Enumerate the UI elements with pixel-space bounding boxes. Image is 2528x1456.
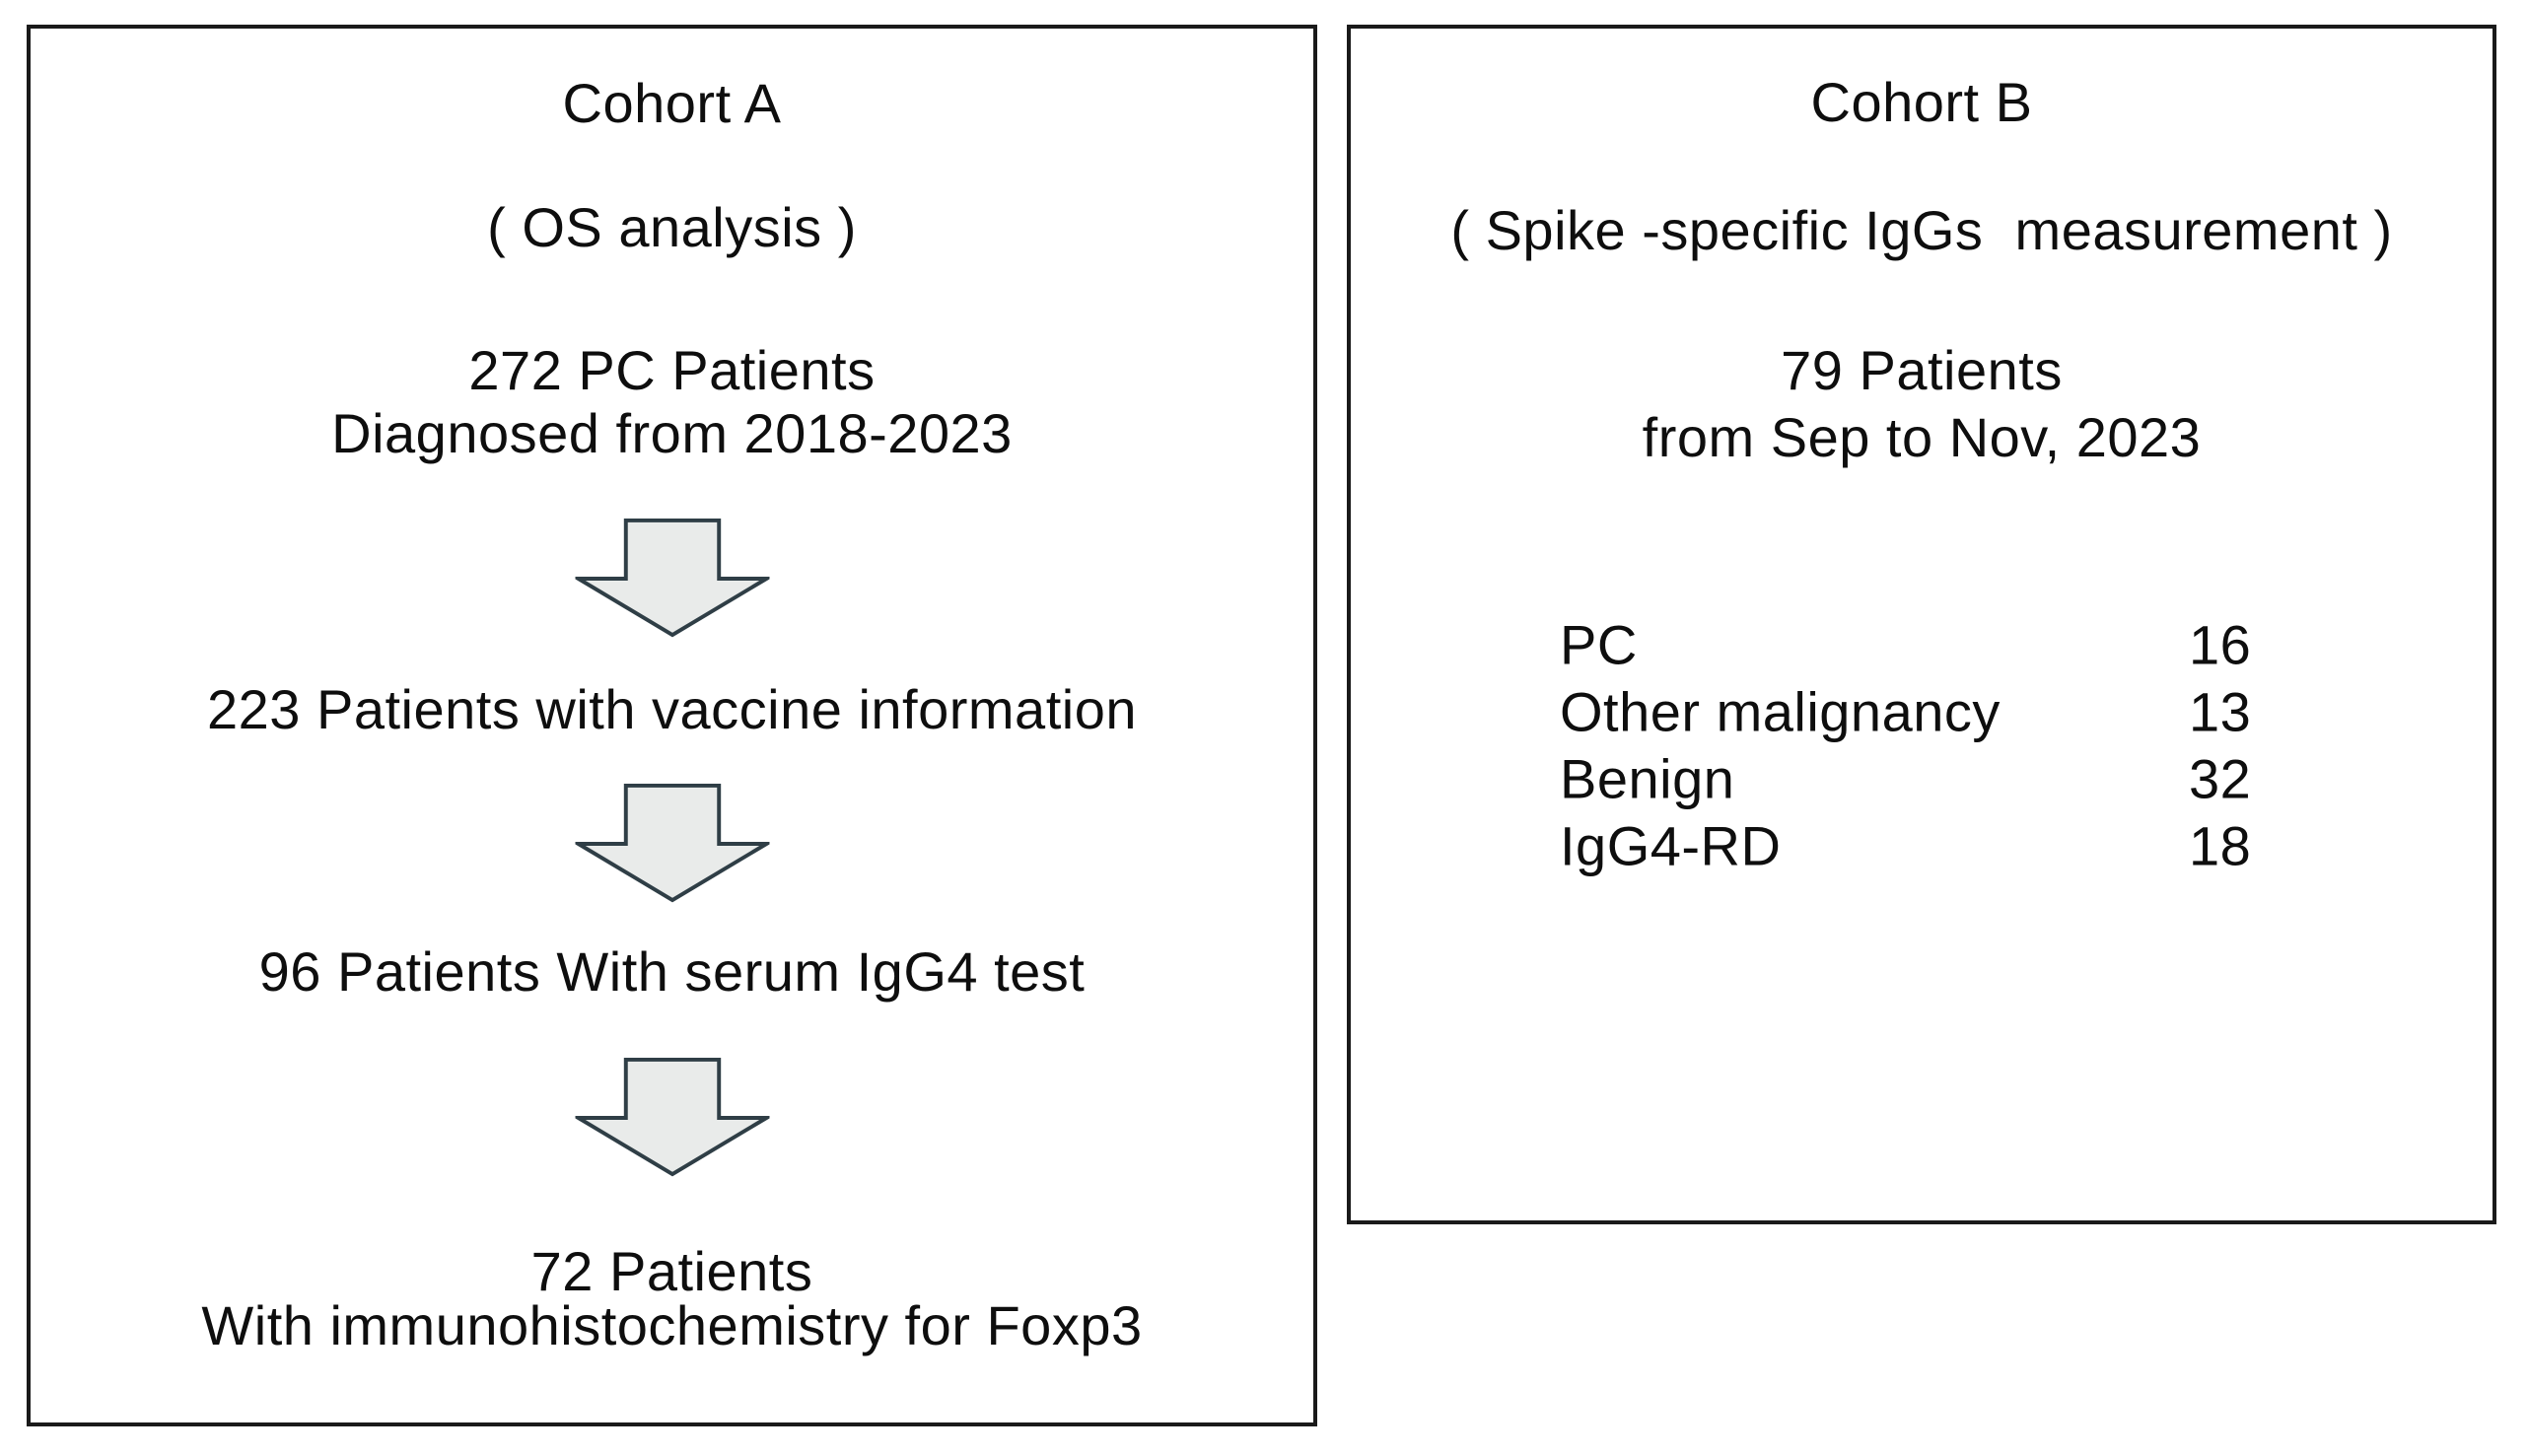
- cohort-b-summary-line1: 79 Patients: [1781, 339, 2063, 402]
- down-arrow-icon: [575, 518, 769, 638]
- cohort-a-panel: Cohort A ( OS analysis ) 272 PC Patients…: [27, 25, 1317, 1426]
- cohort-a-title: Cohort A: [562, 72, 782, 135]
- cohort-a-subtitle: ( OS analysis ): [487, 196, 857, 259]
- cohort-a-step1-line2: Diagnosed from 2018-2023: [331, 402, 1013, 465]
- cohort-a-step4-line1: 72 Patients: [530, 1240, 813, 1303]
- cohort-b-subtitle: ( Spike -specific IgGs measurement ): [1450, 199, 2393, 262]
- group-count: 32: [2189, 747, 2252, 810]
- group-label: PC: [1560, 613, 1638, 676]
- group-label: IgG4-RD: [1560, 814, 1782, 877]
- group-count: 13: [2189, 680, 2252, 743]
- down-arrow-icon: [575, 783, 769, 903]
- cohort-b-title: Cohort B: [1810, 71, 2033, 134]
- cohort-a-step1-line1: 272 PC Patients: [468, 339, 876, 402]
- cohort-a-step2: 223 Patients with vaccine information: [207, 678, 1137, 741]
- group-count: 18: [2189, 814, 2252, 877]
- down-arrow-icon: [575, 1057, 769, 1177]
- group-count: 16: [2189, 613, 2252, 676]
- cohort-b-panel: Cohort B ( Spike -specific IgGs measurem…: [1347, 25, 2496, 1224]
- cohort-a-step3: 96 Patients With serum IgG4 test: [258, 940, 1086, 1004]
- group-label: Benign: [1560, 747, 1735, 810]
- down-arrow-shape: [575, 783, 769, 903]
- cohort-b-summary-line2: from Sep to Nov, 2023: [1642, 406, 2202, 469]
- down-arrow-shape: [575, 1057, 769, 1177]
- cohort-a-step4-line2: With immunohistochemistry for Foxp3: [201, 1294, 1143, 1357]
- down-arrow-shape: [575, 518, 769, 638]
- group-label: Other malignancy: [1560, 680, 2001, 743]
